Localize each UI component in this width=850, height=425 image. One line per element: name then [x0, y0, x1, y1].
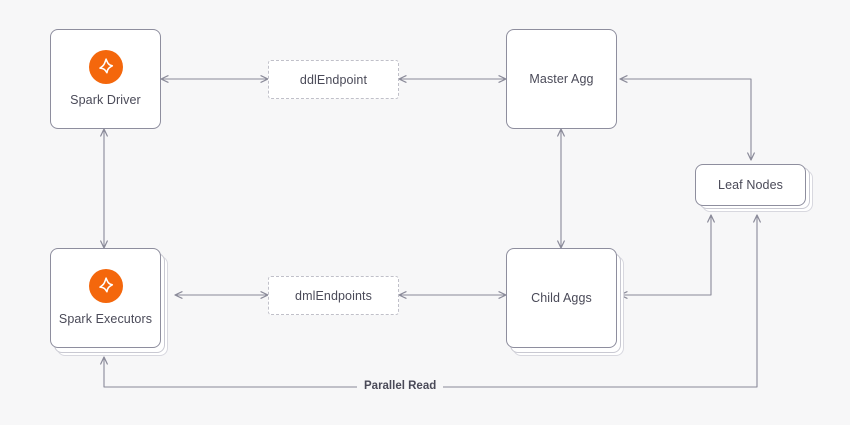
node-label: Master Agg — [529, 71, 594, 86]
spark-star-icon — [88, 50, 123, 84]
node-label: Spark Driver — [70, 93, 141, 107]
node-spark-executors[interactable]: Spark Executors — [50, 248, 161, 348]
node-leaf-nodes[interactable]: Leaf Nodes — [695, 164, 806, 206]
edge-parallel-read — [100, 214, 761, 388]
node-child-aggs[interactable]: Child Aggs — [506, 248, 617, 348]
node-label: Spark Executors — [58, 312, 153, 326]
node-label: Leaf Nodes — [718, 177, 783, 192]
edge-childaggs-leafnodes — [619, 214, 715, 299]
edge-label-parallel-read: Parallel Read — [357, 380, 444, 392]
spark-star-icon — [88, 269, 123, 303]
edge-masteragg-leafnodes — [619, 75, 755, 161]
chip-label: dmlEndpoints — [295, 288, 372, 303]
node-label: Child Aggs — [531, 290, 592, 305]
node-spark-driver[interactable]: Spark Driver — [50, 29, 161, 129]
node-ddl-endpoint[interactable]: ddlEndpoint — [268, 60, 399, 99]
chip-label: ddlEndpoint — [299, 72, 368, 87]
node-dml-endpoints[interactable]: dmlEndpoints — [268, 276, 399, 315]
node-master-agg[interactable]: Master Agg — [506, 29, 617, 129]
